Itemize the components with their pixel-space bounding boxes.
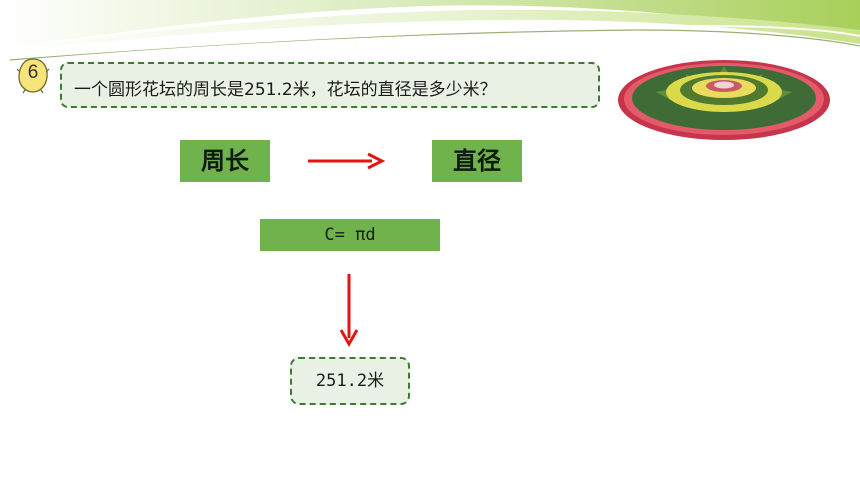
- answer-box: 251.2米: [290, 357, 410, 405]
- question-text: 一个圆形花坛的周长是251.2米，花坛的直径是多少米？: [74, 80, 497, 100]
- term-diameter: 直径: [432, 140, 522, 182]
- arrow-down-icon: [339, 274, 359, 348]
- header-decoration: [0, 0, 860, 61]
- problem-number-badge: 6: [16, 56, 50, 94]
- arrow-right-icon: [308, 152, 386, 170]
- problem-number: 6: [27, 62, 39, 83]
- question-box: 一个圆形花坛的周长是251.2米，花坛的直径是多少米？: [60, 62, 600, 108]
- formula-bar: C= πd: [260, 219, 440, 251]
- term-circumference: 周长: [180, 140, 270, 182]
- number-badge-icon: [16, 58, 50, 94]
- flowerbed-image: [618, 60, 830, 140]
